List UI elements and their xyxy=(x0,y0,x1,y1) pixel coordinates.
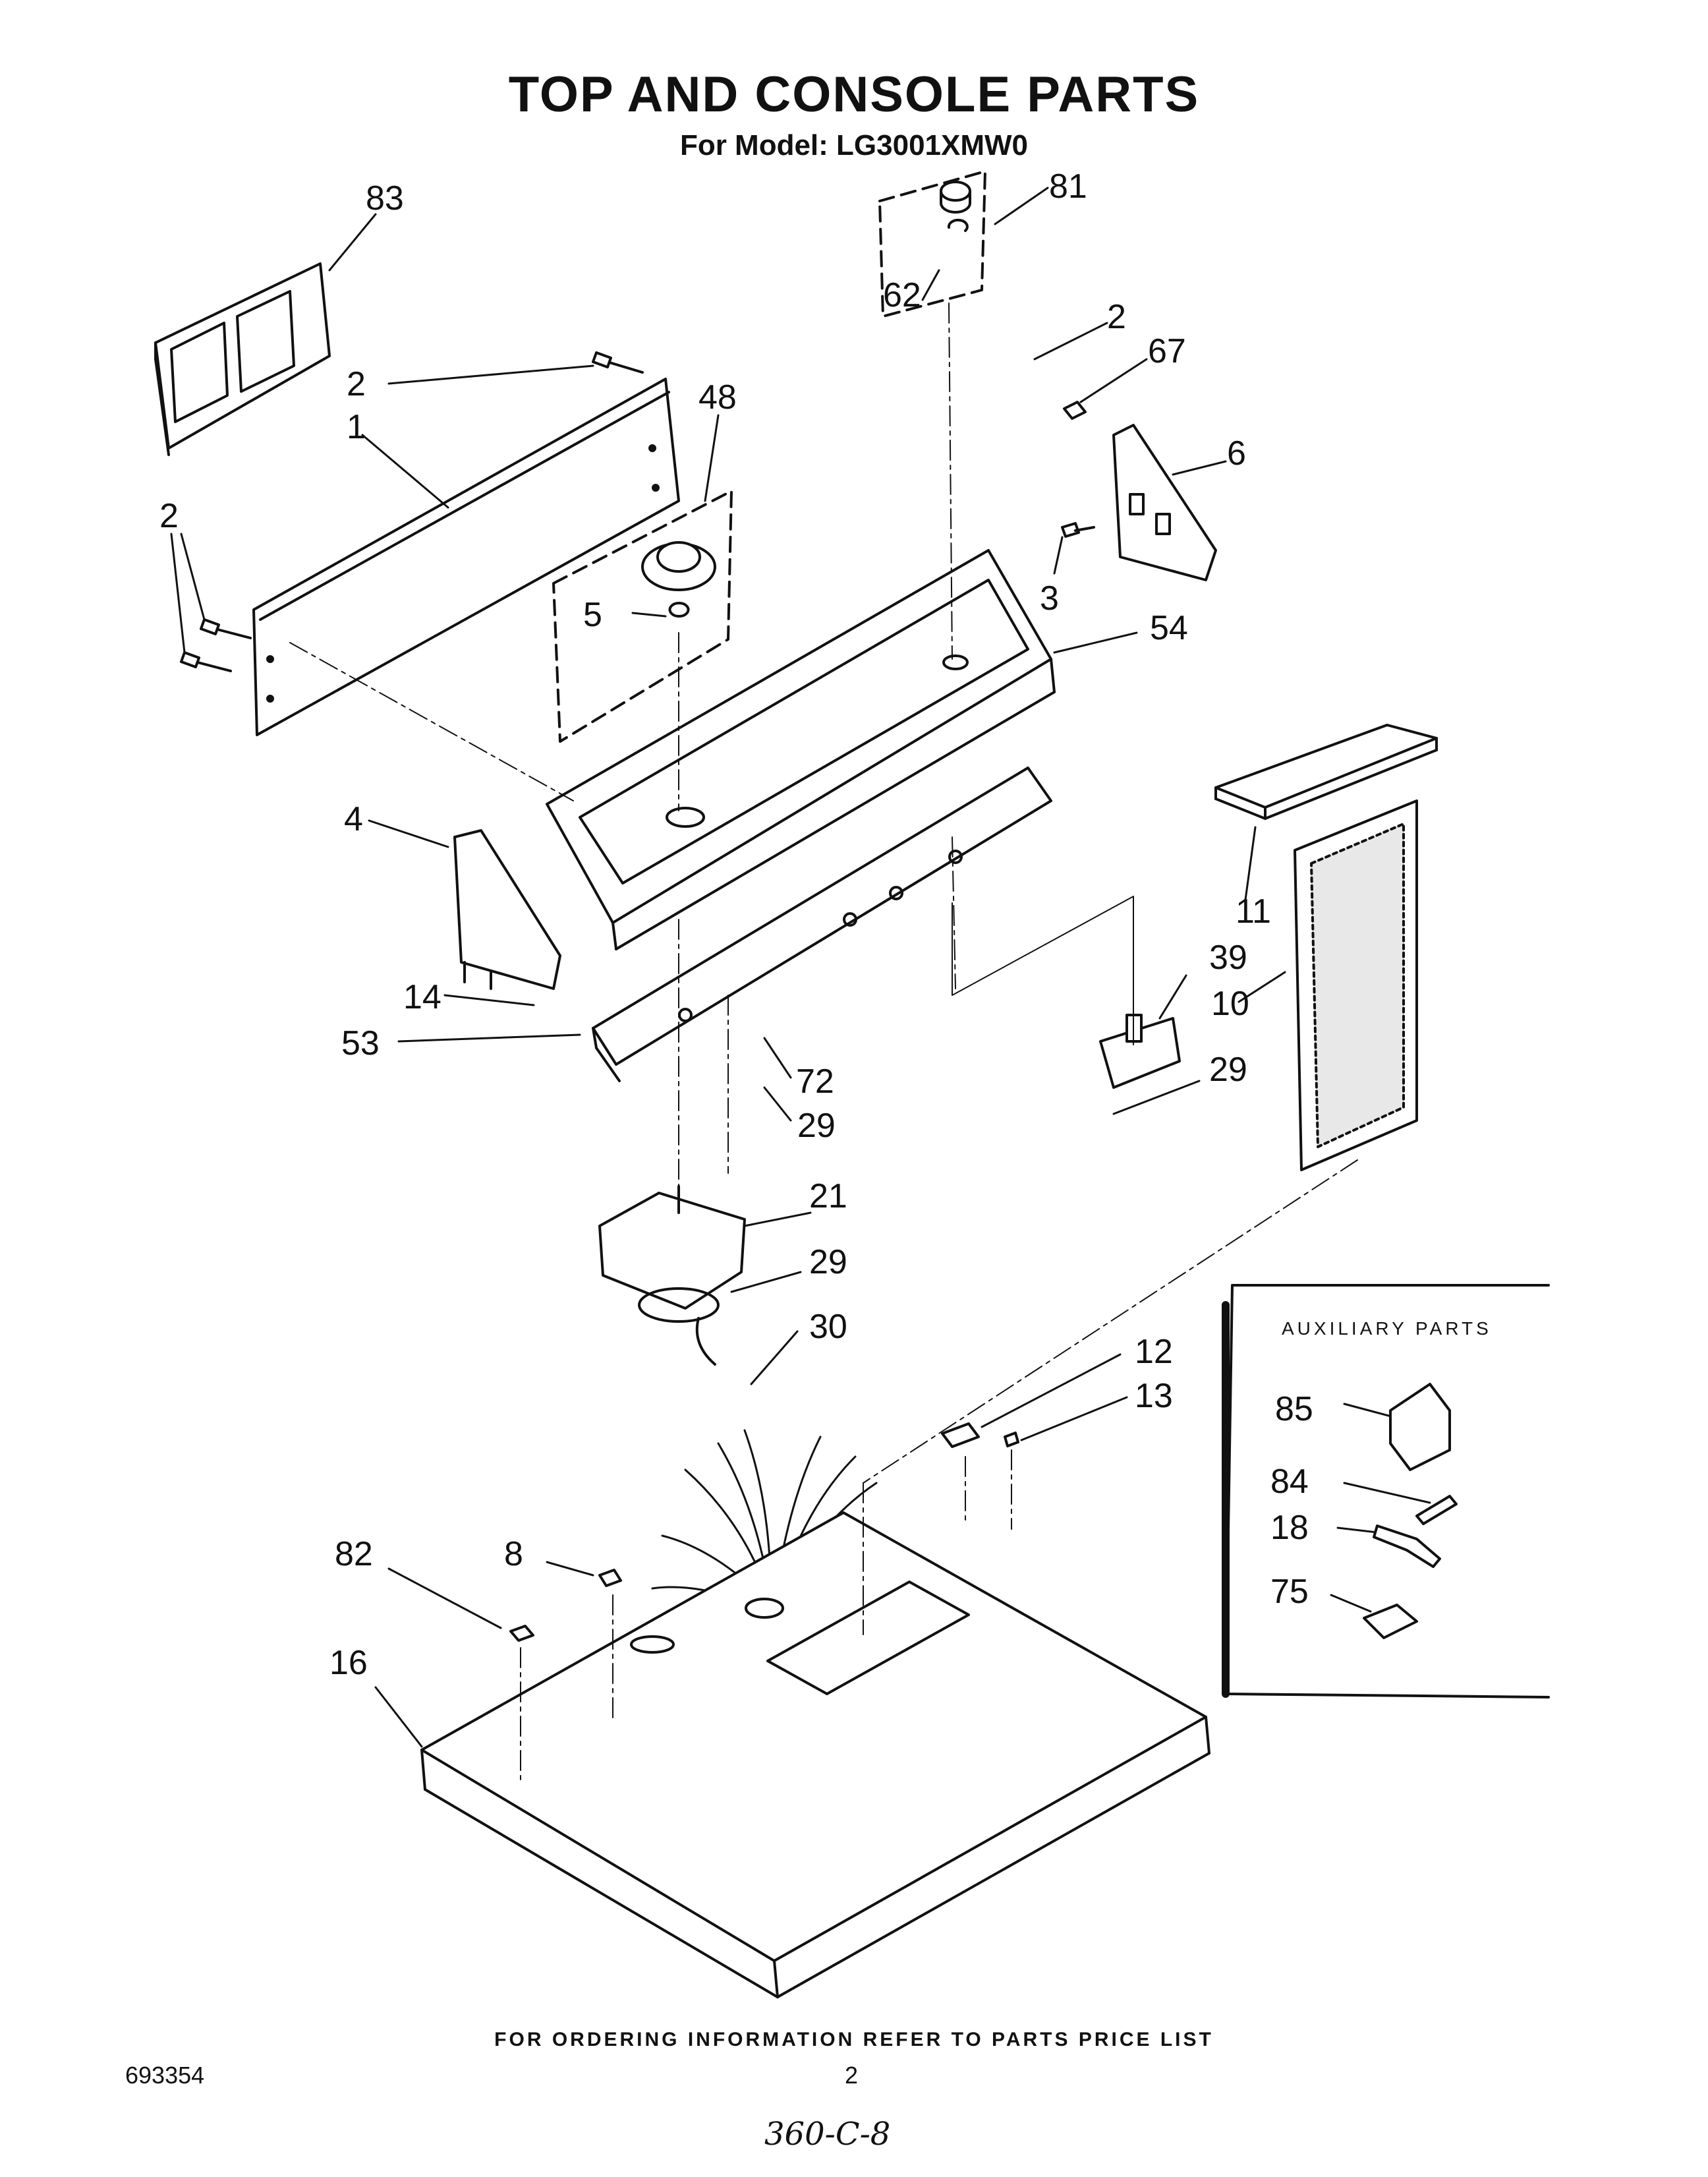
part-81-button-group xyxy=(878,170,986,318)
document-number: 693354 xyxy=(125,2062,205,2089)
part-1-console-panel xyxy=(252,378,680,736)
auxiliary-parts-box xyxy=(1222,1284,1550,1698)
part-3-screw xyxy=(1061,522,1095,538)
callout-8: 8 xyxy=(504,1535,523,1573)
part-8-plug xyxy=(598,1569,622,1587)
part-84-terminal xyxy=(1415,1495,1458,1525)
handwritten-code: 360-C-8 xyxy=(764,2116,891,2153)
callout-29-a: 29 xyxy=(797,1107,836,1145)
part-48-knob-group xyxy=(552,490,733,743)
callout-21: 21 xyxy=(809,1177,847,1215)
callout-67: 67 xyxy=(1148,332,1186,370)
callout-29-c: 29 xyxy=(809,1243,847,1281)
callout-14: 14 xyxy=(403,978,441,1016)
callout-18: 18 xyxy=(1270,1509,1309,1547)
alignment-lines xyxy=(289,303,1358,1780)
callout-6: 6 xyxy=(1227,434,1246,473)
part-11-lint-cover xyxy=(1214,724,1438,820)
part-10-lint-screen xyxy=(1294,799,1418,1171)
callout-2-right: 2 xyxy=(1107,298,1126,336)
part-12-bracket xyxy=(941,1422,980,1448)
callout-10: 10 xyxy=(1211,985,1249,1023)
callout-4: 4 xyxy=(344,800,363,838)
part-4-end-cap xyxy=(453,829,561,990)
part-75-terminal-cover xyxy=(1363,1604,1418,1639)
part-16-top-panel xyxy=(420,1511,1210,1998)
callout-5: 5 xyxy=(583,596,602,634)
callout-12: 12 xyxy=(1135,1333,1173,1371)
callout-54: 54 xyxy=(1150,609,1188,647)
callout-82: 82 xyxy=(335,1535,373,1573)
callout-62: 62 xyxy=(883,276,921,314)
callout-83: 83 xyxy=(366,179,404,218)
part-53-lower-channel xyxy=(592,767,1052,1082)
callout-85: 85 xyxy=(1275,1390,1313,1428)
callout-75: 75 xyxy=(1270,1573,1309,1611)
part-21-timer xyxy=(598,1185,746,1366)
callout-81: 81 xyxy=(1049,167,1087,206)
callout-1: 1 xyxy=(347,408,366,446)
callout-11: 11 xyxy=(1236,892,1271,931)
part-85-connector xyxy=(1389,1383,1451,1471)
ordering-note: FOR ORDERING INFORMATION REFER TO PARTS … xyxy=(494,2029,1214,2050)
part-67-clip xyxy=(1063,401,1087,420)
callout-13: 13 xyxy=(1135,1377,1173,1415)
callout-3: 3 xyxy=(1040,579,1059,618)
callout-53: 53 xyxy=(341,1024,380,1062)
callout-39: 39 xyxy=(1209,939,1247,977)
callout-2-left: 2 xyxy=(159,497,179,535)
part-83-overlay xyxy=(154,262,331,456)
part-54-console-top xyxy=(546,549,1056,950)
callout-84: 84 xyxy=(1270,1463,1309,1501)
part-13-screw xyxy=(1004,1432,1019,1447)
callout-16: 16 xyxy=(329,1644,368,1682)
page-number: 2 xyxy=(845,2062,859,2089)
switch-connector-lines xyxy=(952,896,1134,1045)
part-39-switch xyxy=(1099,1014,1181,1089)
callout-2: 2 xyxy=(347,365,366,403)
callout-48: 48 xyxy=(698,378,737,417)
callout-30: 30 xyxy=(809,1308,847,1346)
part-6-end-cap xyxy=(1112,424,1217,581)
model-subtitle: For Model: LG3001XMW0 xyxy=(679,129,1029,161)
part-82-clip xyxy=(509,1625,534,1642)
callout-29-b: 29 xyxy=(1209,1051,1247,1089)
part-2-screws-left xyxy=(180,351,644,672)
part-18-terminal xyxy=(1373,1524,1441,1568)
leader-arrows xyxy=(170,187,1431,1748)
page-title: TOP AND CONSOLE PARTS xyxy=(508,67,1200,123)
auxiliary-parts-title: AUXILIARY PARTS xyxy=(1282,1318,1492,1339)
callout-72: 72 xyxy=(796,1062,834,1101)
